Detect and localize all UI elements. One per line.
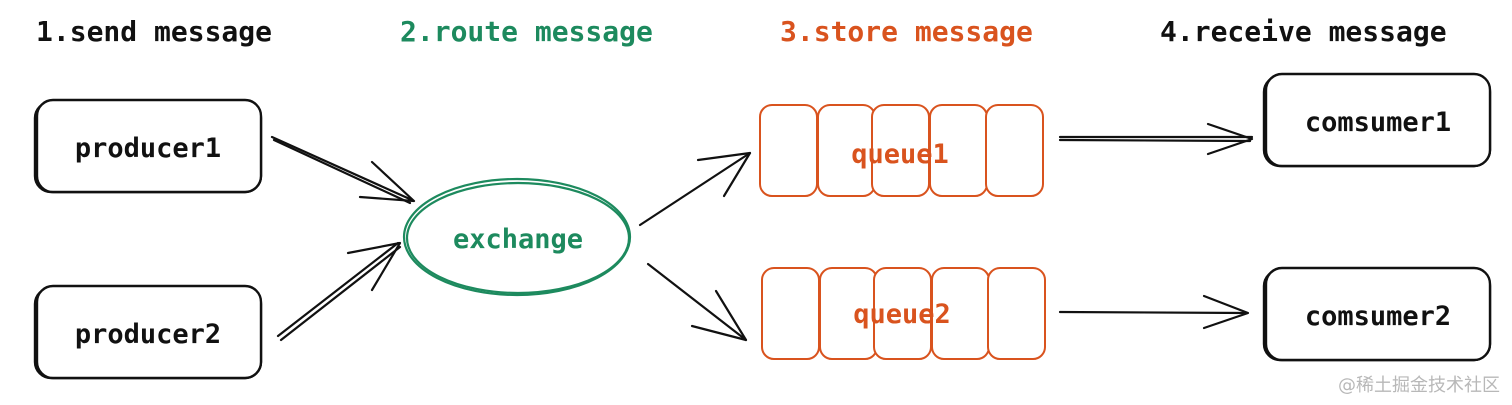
producer2-label: producer2 [75, 319, 221, 350]
arrow-exchange-queue2 [646, 262, 748, 342]
arrow-exchange-queue1 [638, 151, 752, 227]
consumer2-label: comsumer2 [1305, 301, 1451, 332]
step-store-label: 3.store message [780, 15, 1033, 48]
exchange-node: exchange [402, 177, 632, 297]
producer1-node: producer1 [33, 98, 263, 194]
arrow-queue1-consumer1 [1058, 122, 1254, 156]
arrow-producer2-exchange [276, 241, 402, 342]
producer1-label: producer1 [75, 133, 221, 164]
watermark: @稀土掘金技术社区 [1338, 375, 1500, 396]
queue1-node: queue1 [759, 104, 1044, 197]
consumer2-node: comsumer2 [1262, 266, 1492, 362]
queue2-node: queue2 [761, 267, 1046, 360]
queue1-label: queue1 [851, 139, 949, 170]
arrow-queue2-consumer2 [1058, 294, 1250, 330]
consumer1-node: comsumer1 [1262, 72, 1492, 168]
step-route-label: 2.route message [400, 15, 653, 48]
exchange-label: exchange [453, 224, 583, 255]
arrow-producer1-exchange [270, 135, 416, 205]
queue2-label: queue2 [853, 299, 951, 330]
producer2-node: producer2 [33, 284, 263, 380]
step-send-label: 1.send message [36, 15, 272, 48]
step-receive-label: 4.receive message [1160, 15, 1447, 48]
consumer1-label: comsumer1 [1305, 107, 1451, 138]
